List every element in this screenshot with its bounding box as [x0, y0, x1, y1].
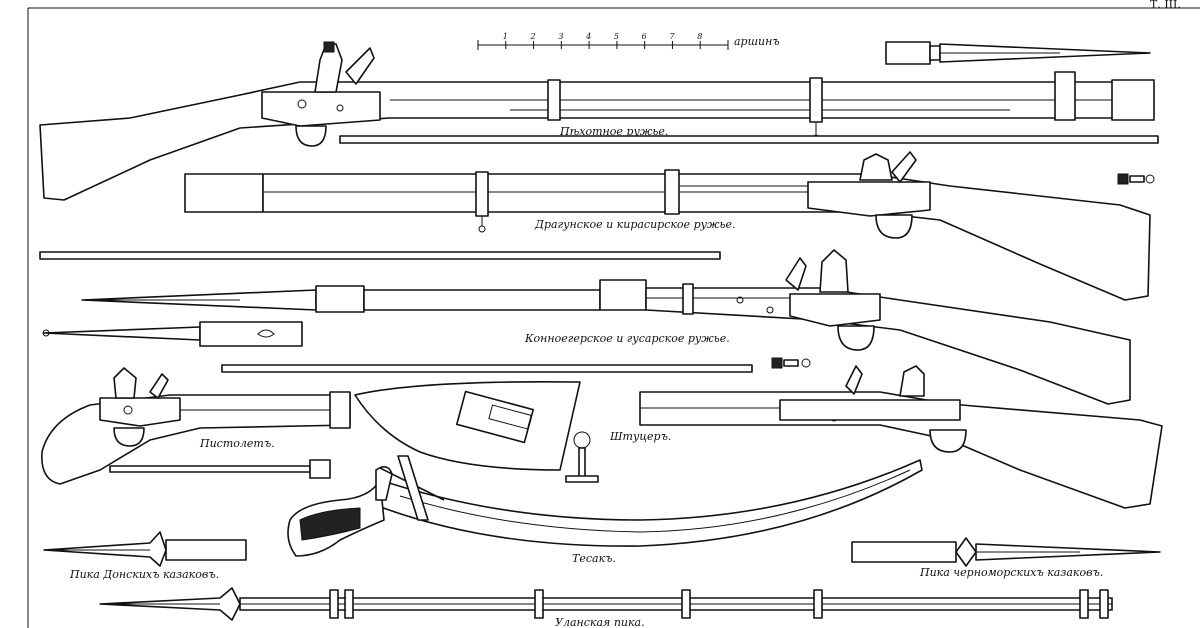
scale-tick-label: 8 — [697, 32, 702, 41]
rifle-tool — [565, 431, 599, 483]
scale-tick-label: 5 — [614, 32, 619, 41]
lock-part-2 — [771, 357, 811, 369]
dragoon-ramrod — [39, 251, 721, 260]
label-uhlan-pike: Уланская пика. — [555, 616, 645, 628]
dragoon-musket: Драгунское и кирасирское ружье. — [184, 151, 1151, 301]
label-saber: Тесакъ. — [572, 552, 616, 565]
saber: Тесакъ. — [287, 455, 923, 565]
label-blacksea-pike-head: Пика черноморскихъ казаковъ. — [919, 566, 1103, 579]
scale-tick-label: 7 — [669, 32, 675, 41]
infantry-bayonet — [885, 41, 1151, 65]
label-infantry-musket: Пѣхотное ружье. — [559, 125, 668, 138]
scale-tick-label: 4 — [585, 32, 591, 41]
label-rifle: Штуцеръ. — [609, 430, 671, 443]
scale-unit: аршинъ — [734, 35, 780, 48]
label-don-pike-head: Пика Донскихъ казаковъ. — [69, 568, 219, 581]
scale-bar: 1 2 3 4 5 6 7 8 аршинъ — [477, 32, 780, 50]
label-dragoon-musket: Драгунское и кирасирское ружье. — [534, 218, 736, 231]
uhlan-pike: Уланская пика. — [99, 587, 1113, 628]
saber-scabbard — [354, 380, 581, 471]
lock-part-1 — [1117, 173, 1155, 185]
scale-tick-label: 6 — [642, 32, 647, 41]
pistol-rod — [109, 459, 331, 479]
blacksea-pike-head: Пика черноморскихъ казаковъ. — [851, 537, 1161, 579]
scale-tick-label: 2 — [530, 32, 536, 41]
scale-tick-label: 1 — [503, 32, 508, 41]
pistol: Пистолетъ. — [41, 367, 351, 485]
infantry-musket: Пѣхотное ружье. — [39, 41, 1155, 201]
plate-number: Т. III. — [1150, 0, 1181, 11]
cavalry-musket: Конноегерское и гусарское ружье. — [81, 249, 1131, 405]
scale-tick-label: 3 — [558, 32, 563, 41]
rifle: Штуцеръ. — [609, 365, 1163, 509]
label-cavalry-musket: Конноегерское и гусарское ружье. — [524, 332, 730, 345]
pistol-ramrod — [221, 364, 753, 373]
don-pike-head: Пика Донскихъ казаковъ. — [43, 531, 247, 581]
infantry-ramrod — [339, 135, 1159, 144]
scabbard-blade — [42, 321, 303, 347]
label-pistol: Пистолетъ. — [199, 437, 275, 450]
